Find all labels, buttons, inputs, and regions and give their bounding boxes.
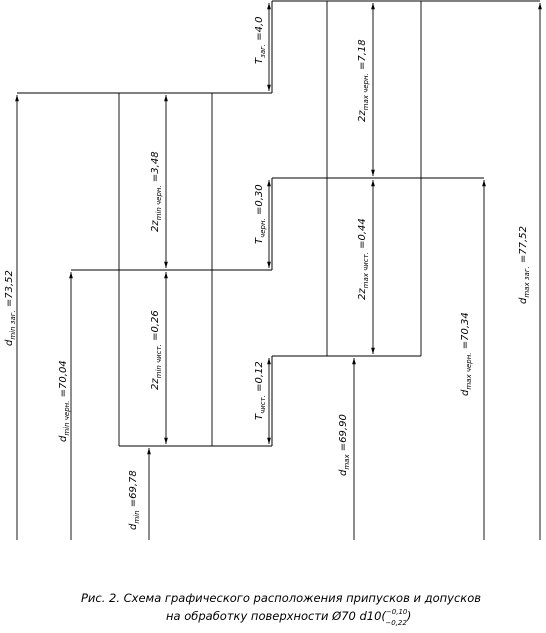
diameter-arrows [15,3,542,540]
allowance-min-rough-label: 2zmin черн. =3,48 [150,151,163,232]
d-max-rough-label: dmax черн. =70,34 [460,312,473,396]
caption-line-2: на обработку поверхности Ø70 d10(−0,10−0… [166,608,411,627]
allowance-max-rough-label: 2zmax черн. =7,18 [357,39,370,122]
d-max-label: dmax =69,90 [338,414,351,476]
caption-line-1: Рис. 2. Схема графического расположения … [81,591,481,605]
d-min-label: dmin =69,78 [128,470,141,530]
d-max-blank-label: dmax заг. =77,52 [518,226,531,304]
tolerance-blank-label: Tзаг. =4,0 [254,17,267,65]
tolerance-finish-label: Tчист. =0,12 [254,361,267,420]
allowance-max-finish-label: 2zmax чист. =0,44 [357,218,370,300]
profile-lines [17,0,540,447]
allowance-arrows [164,3,375,444]
allowance-min-finish-label: 2zmin чист. =0,26 [150,310,163,390]
figure-caption: Рис. 2. Схема графического расположения … [81,591,481,627]
d-min-blank-label: dmin заг. =73,52 [4,270,17,346]
dimension-labels: Tзаг. =4,0 Tчерн. =0,30 Tчист. =0,12 2zm… [4,17,531,531]
tolerance-rough-label: Tчерн. =0,30 [254,184,267,244]
allowance-boxes [118,1,422,446]
d-min-rough-label: dmin черн. =70,04 [58,360,71,442]
